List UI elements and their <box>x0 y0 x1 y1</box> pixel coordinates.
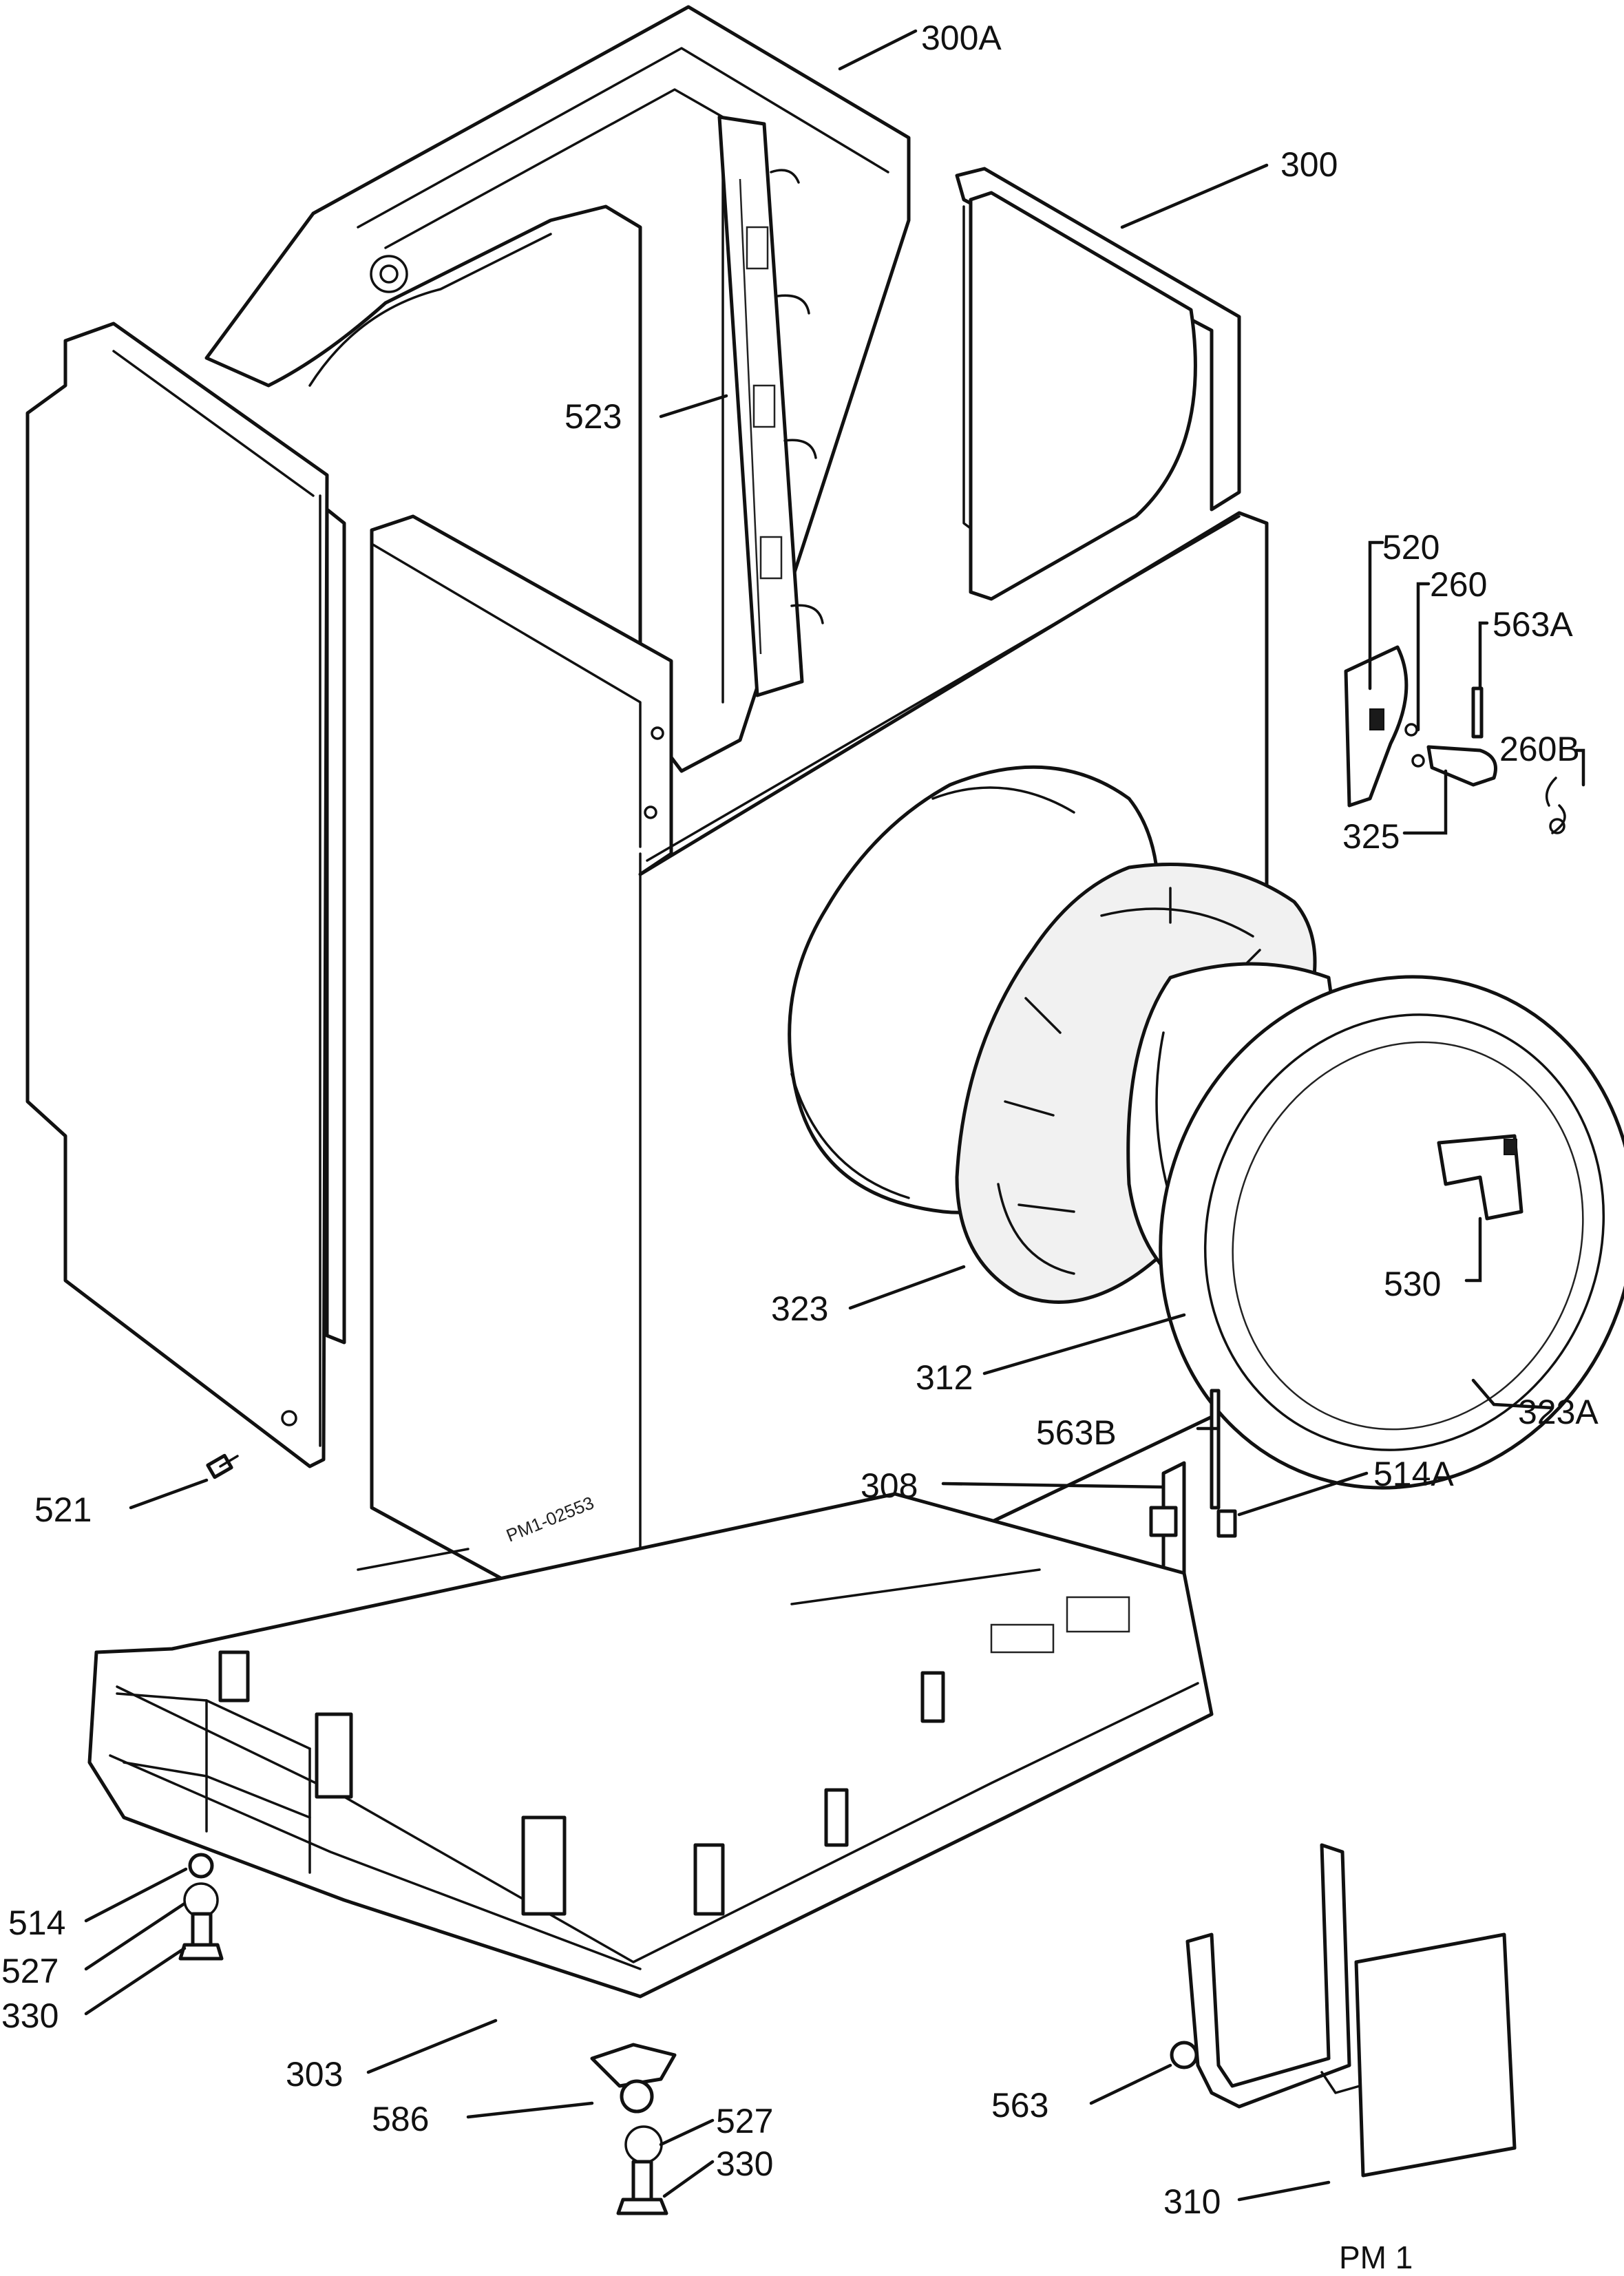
support-strip-523 <box>717 115 824 697</box>
label-300: 300 <box>1280 145 1338 184</box>
label-514: 514 <box>8 1904 65 1942</box>
plinth-panel-310 <box>1320 1932 1517 2178</box>
label-514a: 514A <box>1373 1455 1454 1493</box>
label-530: 530 <box>1384 1265 1441 1303</box>
label-521: 521 <box>34 1490 92 1529</box>
door-handle-530 <box>1437 1134 1523 1221</box>
label-520: 520 <box>1382 528 1440 567</box>
label-563: 563 <box>991 2086 1048 2125</box>
label-527-front: 527 <box>716 2102 773 2140</box>
plinth-bracket-563 <box>1170 1843 1351 2109</box>
label-260b: 260B <box>1499 730 1580 768</box>
label-330-left: 330 <box>1 1996 59 2035</box>
hinge-assembly <box>1344 645 1566 834</box>
label-323a: 323A <box>1518 1393 1599 1431</box>
label-527-left: 527 <box>1 1952 59 1990</box>
left-side-panel <box>25 322 346 1468</box>
label-323: 323 <box>771 1289 828 1328</box>
label-310: 310 <box>1163 2182 1221 2221</box>
label-330-front: 330 <box>716 2145 773 2183</box>
label-325: 325 <box>1342 817 1400 856</box>
foot-assembly-front <box>590 2043 677 2215</box>
label-312: 312 <box>916 1358 973 1397</box>
label-308: 308 <box>861 1466 918 1505</box>
label-523: 523 <box>565 397 622 436</box>
page-code: PM 1 <box>1339 2240 1413 2275</box>
callout-labels: 300A 300 523 520 260 563A 260B 325 530 3… <box>1 19 1599 2221</box>
foot-assembly-left <box>178 1853 224 1961</box>
label-563a: 563A <box>1493 605 1573 644</box>
label-260: 260 <box>1430 565 1487 604</box>
label-563b: 563B <box>1036 1413 1117 1452</box>
leader-lines <box>84 29 1585 2202</box>
right-frame-300 <box>955 167 1241 601</box>
door-ring-323a <box>1159 975 1624 1490</box>
label-300a: 300A <box>921 19 1002 57</box>
label-303: 303 <box>286 2055 343 2094</box>
label-586: 586 <box>372 2100 429 2138</box>
base-frame-303 <box>87 1492 1214 1999</box>
screw-521 <box>206 1453 239 1479</box>
hinge-bracket-308 <box>1149 1389 1237 1599</box>
